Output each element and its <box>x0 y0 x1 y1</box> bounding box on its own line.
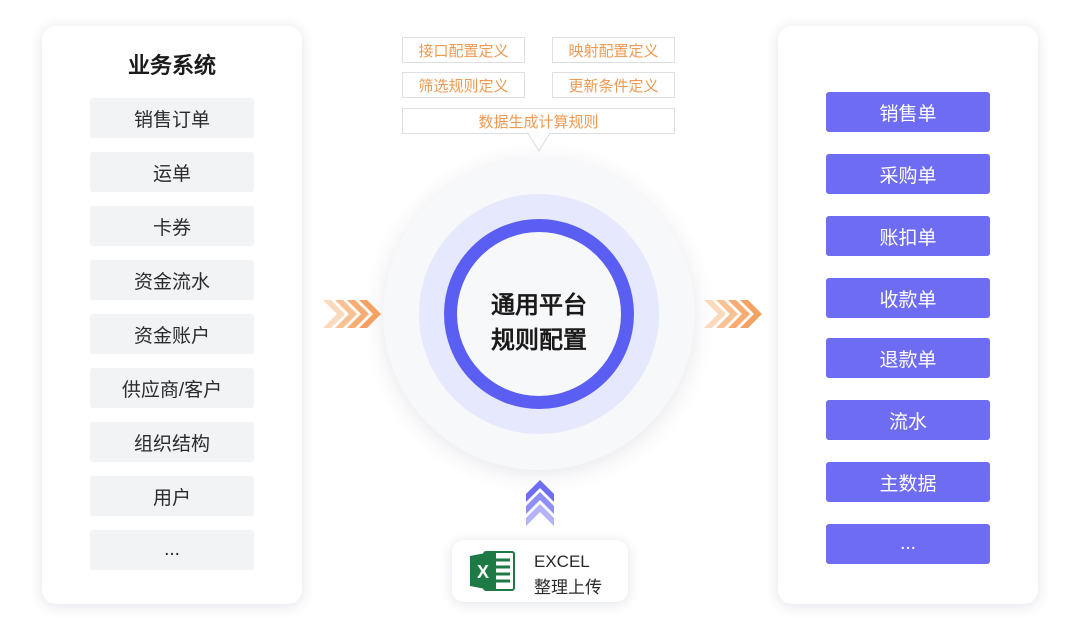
excel-upload-label: 整理上传 <box>534 578 602 597</box>
platform-title-line2: 规则配置 <box>491 327 587 354</box>
platform-title-line1: 通用平台 <box>491 292 587 319</box>
upload-flow-arrows-icon <box>526 480 554 526</box>
tag-mapping-config: 映射配置定义 <box>552 37 675 63</box>
left-item-sales-order: 销售订单 <box>90 98 254 138</box>
right-item-receipt-doc: 收款单 <box>826 278 990 318</box>
right-item-purchase-doc: 采购单 <box>826 154 990 194</box>
left-item-waybill: 运单 <box>90 152 254 192</box>
left-item-fund-flow: 资金流水 <box>90 260 254 300</box>
right-item-refund-doc: 退款单 <box>826 338 990 378</box>
tag-pointer-icon <box>527 133 551 152</box>
right-flow-arrows-icon <box>704 300 762 328</box>
right-item-flow: 流水 <box>826 400 990 440</box>
output-documents-panel: 销售单 采购单 账扣单 收款单 退款单 流水 主数据 ... <box>778 26 1038 604</box>
excel-label: EXCEL <box>534 552 590 571</box>
tag-update-condition: 更新条件定义 <box>552 72 675 98</box>
excel-upload-box[interactable]: X EXCEL 整理上传 <box>452 540 628 602</box>
left-item-organization: 组织结构 <box>90 422 254 462</box>
left-item-user: 用户 <box>90 476 254 516</box>
right-item-master-data: 主数据 <box>826 462 990 502</box>
right-item-deduction-doc: 账扣单 <box>826 216 990 256</box>
left-flow-arrows-icon <box>323 300 381 328</box>
tag-interface-config: 接口配置定义 <box>402 37 525 63</box>
tag-filter-rule: 筛选规则定义 <box>402 72 525 98</box>
business-systems-panel: 业务系统 销售订单 运单 卡券 资金流水 资金账户 供应商/客户 组织结构 用户… <box>42 26 302 604</box>
left-item-coupon: 卡券 <box>90 206 254 246</box>
excel-icon: X <box>470 551 515 591</box>
right-item-more: ... <box>826 524 990 564</box>
svg-text:X: X <box>477 562 489 582</box>
left-item-fund-account: 资金账户 <box>90 314 254 354</box>
left-item-supplier-customer: 供应商/客户 <box>90 368 254 408</box>
panel-title: 业务系统 <box>127 53 216 78</box>
tag-calc-rule: 数据生成计算规则 <box>402 108 675 134</box>
left-item-more: ... <box>90 530 254 570</box>
right-item-sales-doc: 销售单 <box>826 92 990 132</box>
